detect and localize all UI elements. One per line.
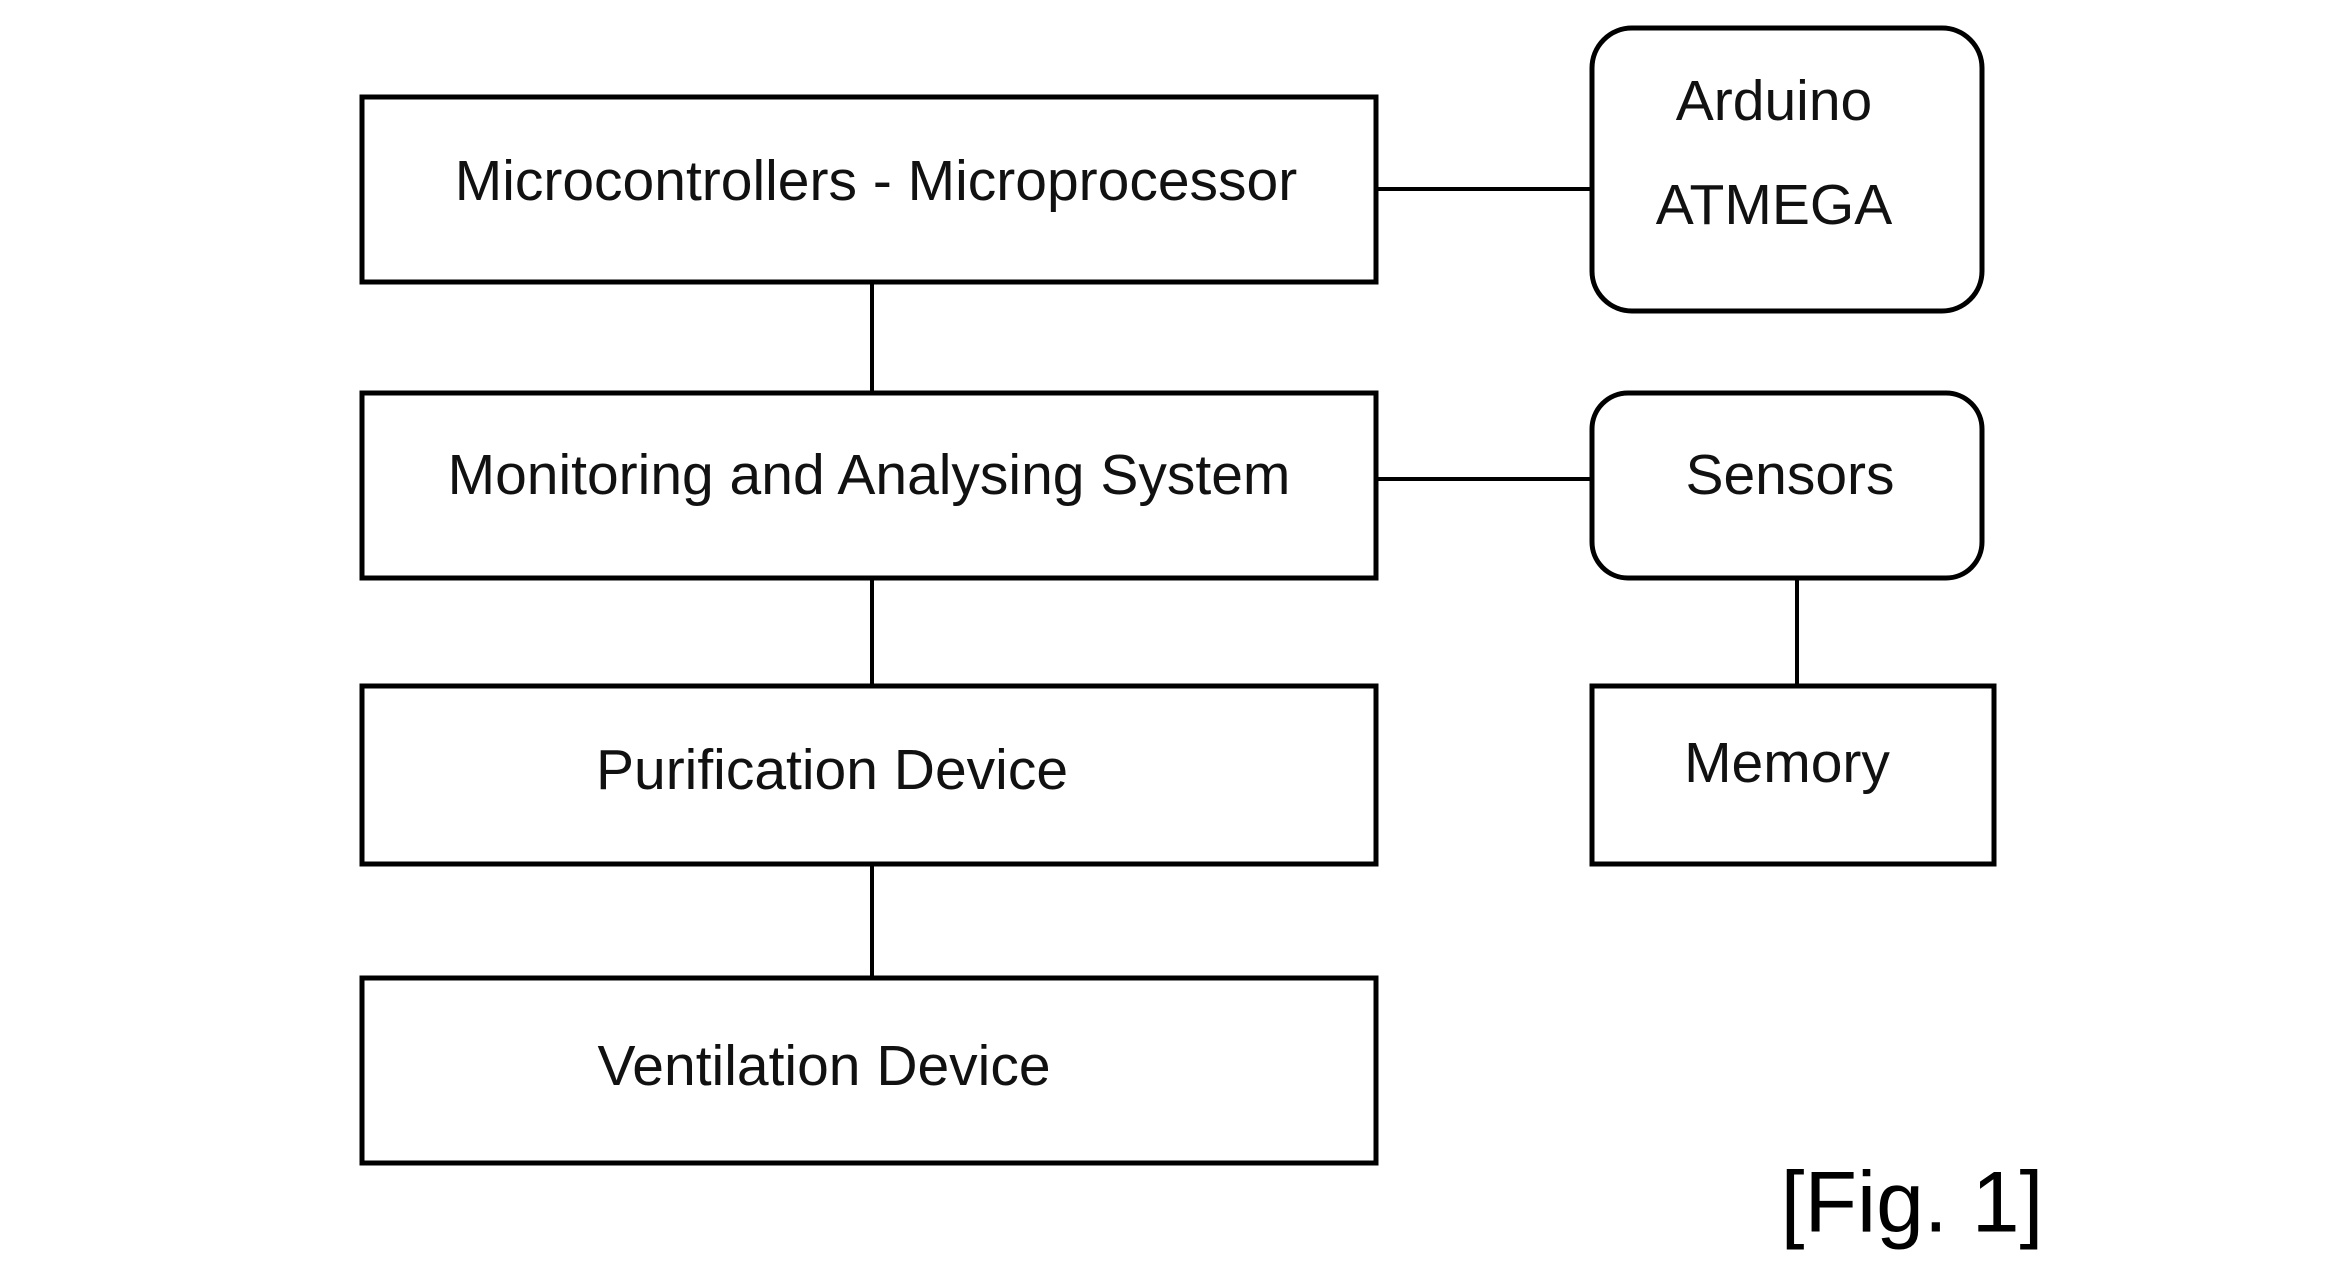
- arduino-label-line2: ATMEGA: [1656, 173, 1892, 237]
- arduino-label-line1: Arduino: [1676, 69, 1872, 133]
- sensors-label: Sensors: [1685, 443, 1894, 507]
- arduino-box: Arduino ATMEGA: [1589, 25, 1985, 314]
- memory-box: Memory: [1589, 683, 1997, 867]
- sensors-box: Sensors: [1589, 390, 1985, 581]
- ventilation-label: Ventilation Device: [597, 1034, 1050, 1098]
- monitoring-label: Monitoring and Analysing System: [448, 443, 1291, 507]
- purification-box: Purification Device: [359, 683, 1379, 867]
- microcontrollers-box: Microcontrollers - Microprocessor: [359, 94, 1379, 285]
- monitoring-box: Monitoring and Analysing System: [359, 390, 1379, 581]
- ventilation-box: Ventilation Device: [359, 975, 1379, 1166]
- figure-label: [Fig. 1]: [1781, 1155, 2044, 1251]
- microcontrollers-label: Microcontrollers - Microprocessor: [455, 149, 1298, 213]
- memory-label: Memory: [1684, 731, 1890, 795]
- purification-label: Purification Device: [596, 738, 1068, 802]
